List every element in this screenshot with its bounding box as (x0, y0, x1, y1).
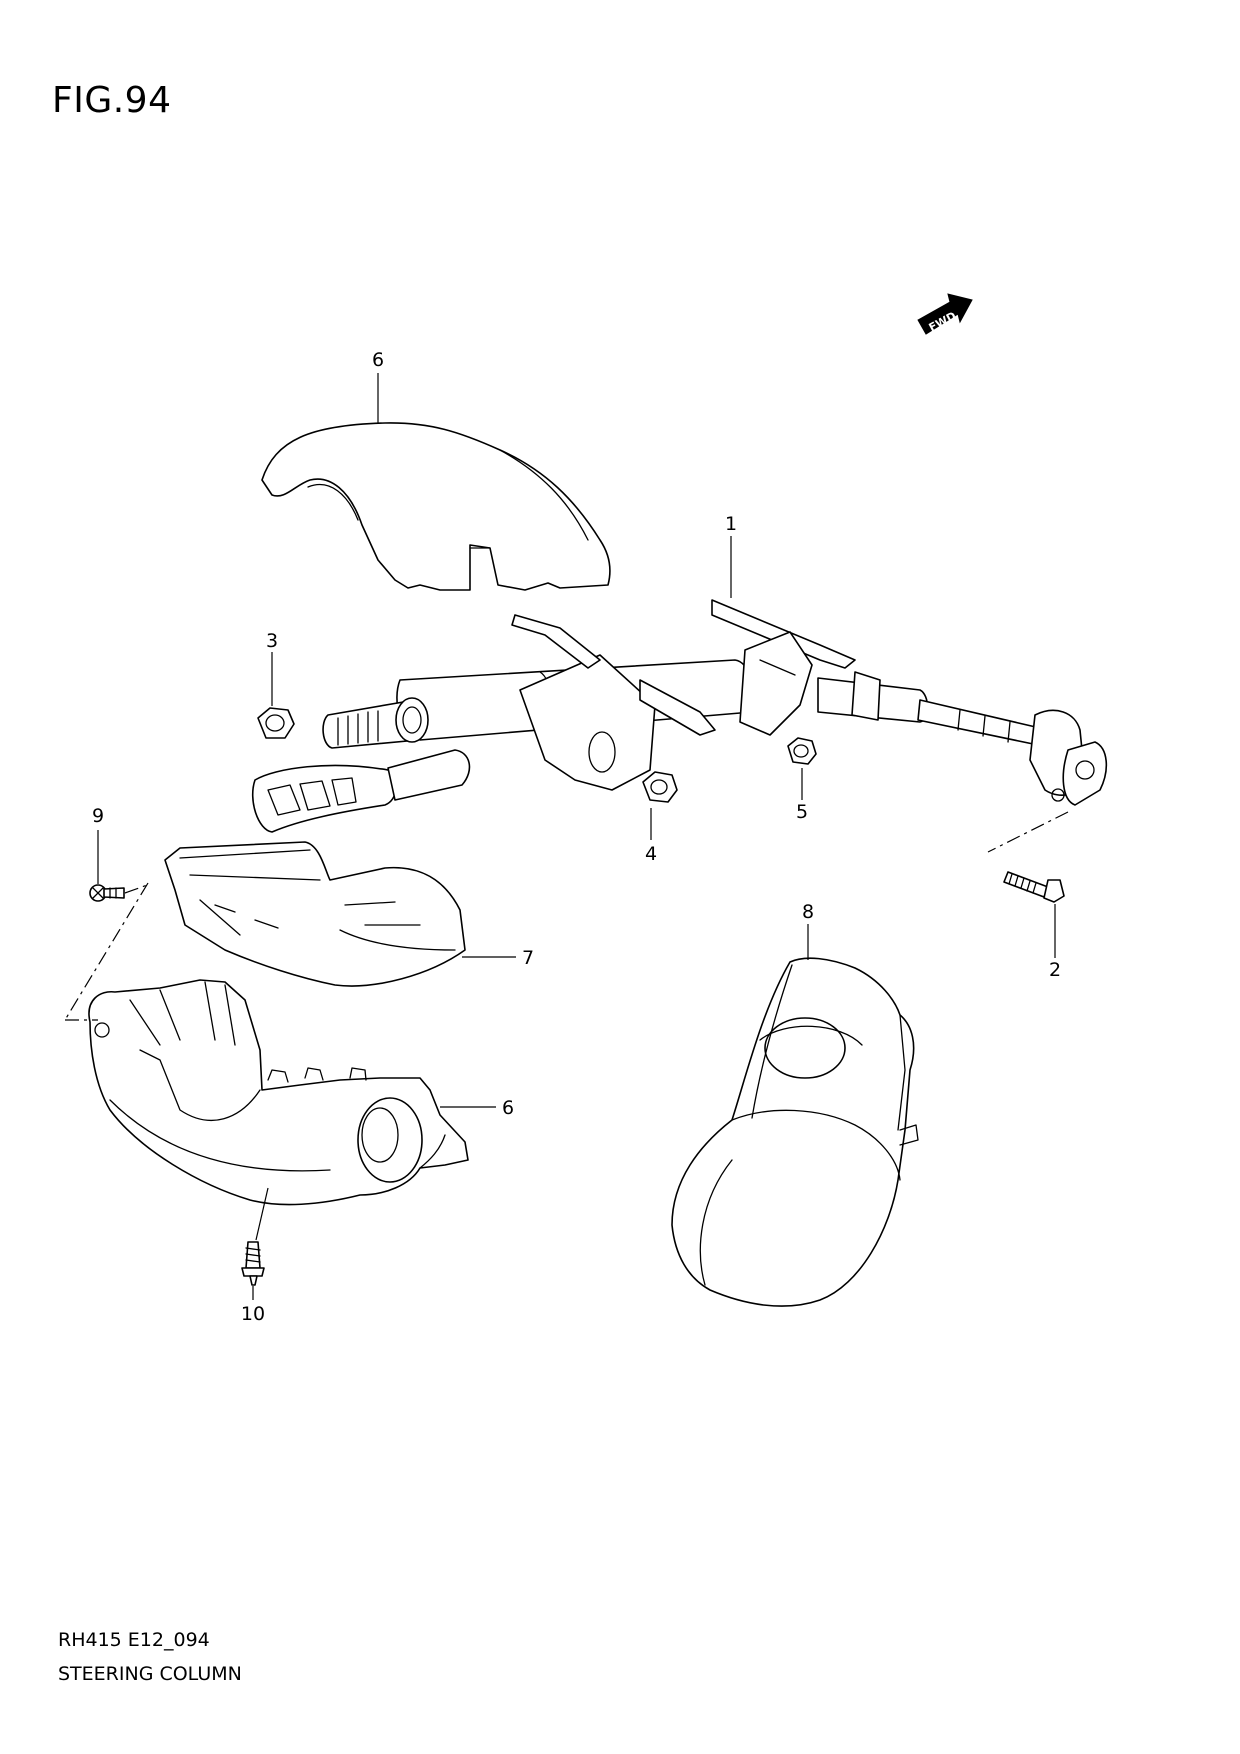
fwd-arrow-icon: FWD (917, 293, 973, 335)
column-boot-seal (671, 957, 919, 1307)
callout-6-upper: 6 (372, 349, 384, 371)
column-nut-upper (787, 737, 817, 765)
callout-8: 8 (802, 901, 814, 923)
callout-3: 3 (266, 630, 278, 652)
cover-screw-10 (241, 1241, 265, 1286)
callout-4: 4 (645, 843, 657, 865)
callout-5: 5 (796, 801, 808, 823)
figure-title: FIG.94 (52, 80, 172, 121)
cover-screw-9 (89, 884, 125, 902)
figure-name: STEERING COLUMN (58, 1663, 242, 1685)
leader-lines (64, 373, 1069, 1300)
lower-column-cover (88, 979, 469, 1206)
callout-1: 1 (725, 513, 737, 535)
callout-10: 10 (241, 1303, 265, 1325)
steering-nut (257, 707, 295, 739)
steering-column-assembly (251, 599, 1108, 833)
callout-6-lower: 6 (502, 1097, 514, 1119)
figure-code: RH415 E12_094 (58, 1629, 210, 1651)
column-hole-cover (164, 841, 466, 987)
callout-2: 2 (1049, 959, 1061, 981)
upper-column-cover (261, 422, 611, 591)
callout-7: 7 (522, 947, 534, 969)
callout-numbers: 6 1 3 5 4 9 8 2 7 6 10 (92, 349, 1061, 1325)
joint-bolt (1003, 871, 1065, 903)
callout-9: 9 (92, 805, 104, 827)
column-nut-lower (642, 771, 678, 803)
